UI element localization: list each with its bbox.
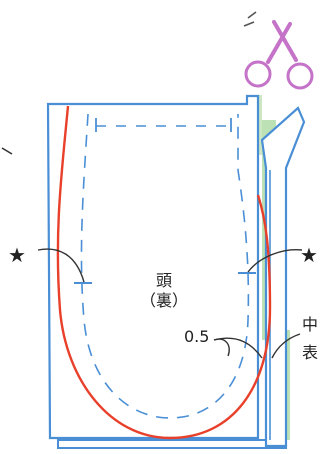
scissors-icon bbox=[243, 11, 314, 90]
reverse-label: （裏） bbox=[140, 291, 188, 310]
middle-front-callout bbox=[271, 333, 301, 359]
left-star-callout bbox=[37, 248, 85, 283]
head-label: 頭 bbox=[156, 271, 172, 290]
folded-side-strip bbox=[260, 106, 306, 448]
allowance-callout-2 bbox=[213, 337, 263, 359]
left-star-label: ★ bbox=[8, 243, 26, 267]
front-label: 表 bbox=[302, 343, 318, 362]
sewing-line bbox=[56, 105, 272, 440]
seam-allowance-label: 0.5 bbox=[184, 327, 209, 346]
head-dashed-outline bbox=[80, 113, 250, 419]
right-star-label: ★ bbox=[300, 243, 318, 267]
back-fabric-layer bbox=[57, 439, 287, 449]
pattern-outline bbox=[46, 94, 260, 440]
motion-mark bbox=[1, 147, 13, 155]
right-star-callout bbox=[247, 249, 303, 273]
middle-label: 中 bbox=[302, 315, 318, 334]
